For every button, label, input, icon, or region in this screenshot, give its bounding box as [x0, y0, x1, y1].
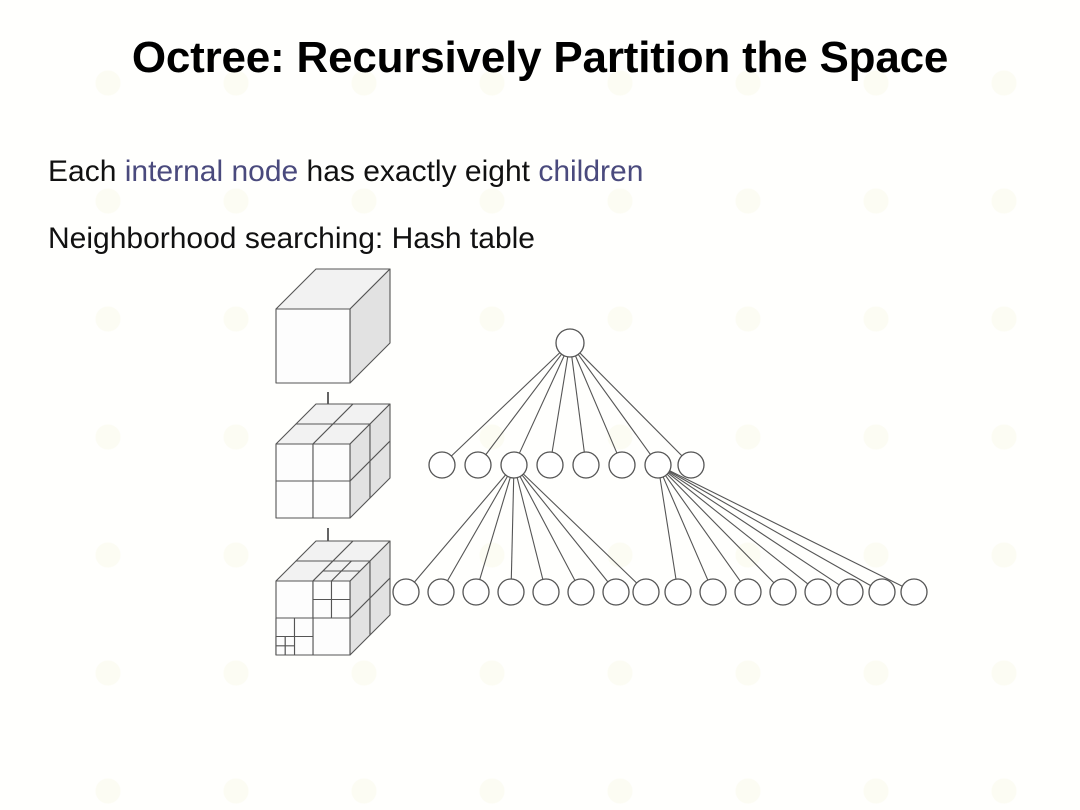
- tree-edge: [571, 356, 585, 453]
- tree-level2-node-1: [427, 578, 455, 606]
- tree-level2-node-12: [804, 578, 832, 606]
- tree-edge: [662, 476, 709, 581]
- tree-level2-node-15: [900, 578, 928, 606]
- tree-edge: [551, 356, 569, 453]
- tree-edge: [521, 474, 609, 583]
- tree-edge-group: [414, 352, 903, 587]
- tree-level2-node-0: [392, 578, 420, 606]
- level-0-cube: [275, 268, 391, 384]
- tree-level2-node-13: [836, 578, 864, 606]
- bullet-1-segment-0: Each: [48, 155, 125, 188]
- tree-edge: [510, 477, 515, 580]
- tree-edge: [669, 470, 871, 587]
- tree-edge: [519, 476, 576, 581]
- bullet-2-segment-0: Neighborhood searching: Hash table: [48, 222, 535, 255]
- tree-level2-node-9: [699, 578, 727, 606]
- tree-level2-node-8: [664, 578, 692, 606]
- tree-edge: [577, 354, 651, 455]
- tree-edge: [669, 470, 903, 587]
- tree-level2-node-6: [602, 578, 630, 606]
- tree-edge: [451, 352, 561, 457]
- tree-level2-node-14: [868, 578, 896, 606]
- tree-level1-node-6: [644, 451, 672, 479]
- tree-edge: [667, 472, 809, 585]
- tree-level1-node-1: [464, 451, 492, 479]
- cube-face: [312, 443, 351, 482]
- tree-level1-node-3: [536, 451, 564, 479]
- tree-edge: [666, 473, 775, 584]
- tree-level2-node-4: [532, 578, 560, 606]
- tree-edge: [574, 355, 618, 454]
- cube-face: [340, 560, 371, 572]
- level-2-cube: [275, 540, 391, 656]
- tree-edge: [659, 477, 677, 580]
- tree-edge: [414, 474, 506, 583]
- tree-node-group: [392, 328, 928, 606]
- tree-edge: [479, 477, 511, 580]
- cube-face: [369, 403, 391, 462]
- cube-face: [284, 635, 296, 647]
- bullet-line-1: Each internal node has exactly eight chi…: [48, 155, 643, 189]
- tree-level2-node-2: [462, 578, 490, 606]
- tree-level1-node-5: [608, 451, 636, 479]
- tree-level1-node-2: [500, 451, 528, 479]
- tree-level2-node-11: [769, 578, 797, 606]
- tree-edge: [522, 473, 638, 584]
- tree-level1-node-4: [572, 451, 600, 479]
- tree-edge: [518, 355, 565, 454]
- tree-edge: [668, 471, 840, 586]
- bullet-1-segment-1-internal-node: internal node: [124, 155, 299, 188]
- tree-level1-node-7: [677, 451, 705, 479]
- cube-face: [369, 540, 391, 599]
- level-1-cube: [275, 403, 391, 519]
- tree-edge: [665, 475, 741, 582]
- tree-edge: [447, 475, 508, 582]
- tree-edge: [579, 352, 683, 457]
- tree-root-node: [555, 328, 585, 358]
- bullet-1-segment-3-children: children: [538, 155, 644, 188]
- tree-level2-node-3: [497, 578, 525, 606]
- tree-edge: [516, 477, 544, 580]
- tree-level2-node-10: [734, 578, 762, 606]
- tree-level2-node-5: [567, 578, 595, 606]
- page-title: Octree: Recursively Partition the Space: [131, 33, 949, 82]
- tree-level2-node-7: [632, 578, 660, 606]
- bullet-line-2: Neighborhood searching: Hash table: [48, 222, 535, 256]
- bullet-1-segment-2: has exactly eight: [298, 155, 539, 188]
- tree-level1-node-0: [428, 451, 456, 479]
- cube-face: [275, 308, 351, 384]
- tree-edge: [485, 353, 563, 455]
- cube-face: [293, 617, 314, 638]
